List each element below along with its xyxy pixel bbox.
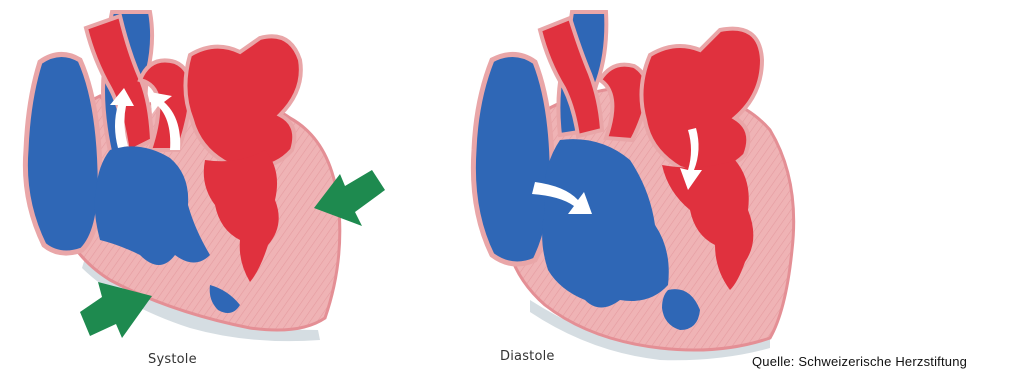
systole-vena-cava <box>25 54 100 253</box>
diastole-caption: Diastole <box>500 349 555 364</box>
diastole-heart <box>473 12 793 360</box>
diastole-vena-cava <box>473 54 552 264</box>
diastole-left-atrium <box>641 29 762 172</box>
systole-heart <box>25 12 385 341</box>
systole-caption: Systole <box>148 352 197 367</box>
source-credit: Quelle: Schweizerische Herzstiftung <box>752 354 967 369</box>
